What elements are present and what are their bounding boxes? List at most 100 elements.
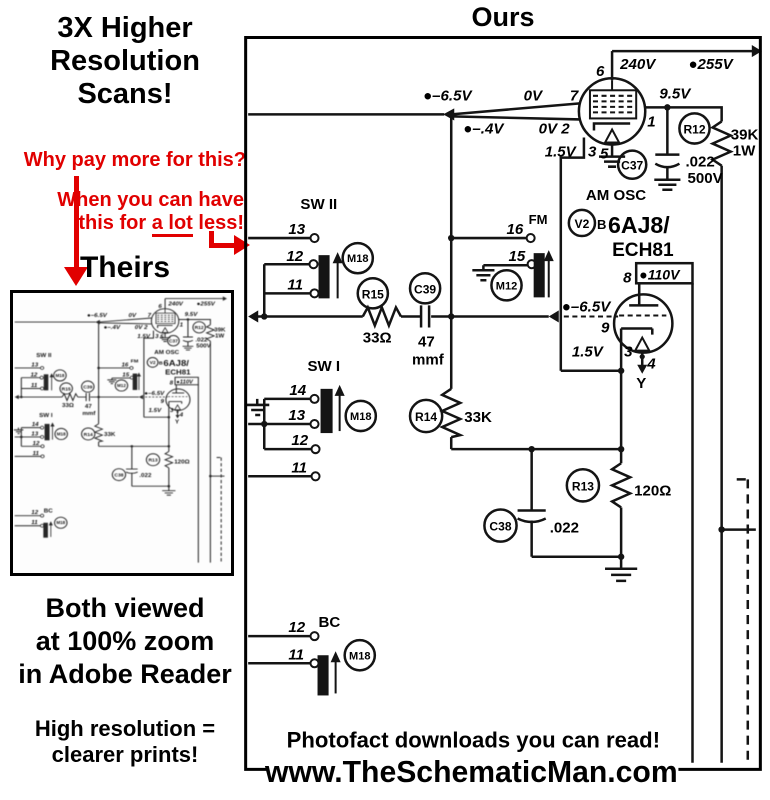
label-r12: R12 bbox=[683, 123, 705, 137]
label-minus6-5v-triode: ●–6.5V bbox=[562, 298, 612, 315]
label-pin3-heptode: 3 bbox=[588, 144, 597, 161]
label-500v: 500V bbox=[687, 170, 722, 187]
label-33ohm: 33Ω bbox=[363, 330, 392, 347]
sw2-slug bbox=[318, 255, 330, 299]
label-33k: 33K bbox=[464, 409, 492, 426]
m18-circle-bc bbox=[343, 638, 377, 672]
r13-c38-group bbox=[483, 449, 638, 583]
v2-circle bbox=[567, 208, 597, 238]
sw2-arrow bbox=[332, 252, 343, 264]
fm-group bbox=[472, 233, 554, 302]
label-pin9: 9 bbox=[601, 320, 610, 337]
label-1-5v-triode: 1.5V bbox=[572, 344, 605, 361]
headline: 3X Higher Resolution Scans! bbox=[0, 12, 250, 111]
both-line2: at 100% zoom bbox=[35, 626, 215, 656]
label-y: Y bbox=[636, 375, 646, 392]
label-fm: FM bbox=[529, 212, 548, 227]
label-pin7: 7 bbox=[570, 87, 579, 104]
red-answer-underlined: a lot bbox=[151, 212, 193, 237]
sw1-group bbox=[246, 384, 465, 482]
label-9-5v: 9.5V bbox=[659, 85, 692, 102]
red-arrow-down-shaft bbox=[74, 176, 79, 269]
red-arrow-right-vert bbox=[209, 231, 214, 248]
label-sw2-12: 12 bbox=[286, 248, 303, 265]
label-1w: 1W bbox=[733, 143, 756, 160]
label-r15: R15 bbox=[362, 287, 384, 301]
label-sw1: SW I bbox=[307, 358, 340, 375]
m18-circle-sw1 bbox=[344, 399, 378, 433]
sw2-group bbox=[248, 233, 442, 329]
label-m18-sw2: M18 bbox=[347, 253, 369, 265]
label-pin1: 1 bbox=[647, 113, 655, 130]
label-pin4: 4 bbox=[646, 356, 656, 373]
bplus-arrow bbox=[751, 45, 762, 58]
sw2-wire-arrow bbox=[248, 310, 259, 323]
label-bc: BC bbox=[319, 614, 341, 631]
label-m12: M12 bbox=[496, 280, 518, 292]
label-b: B bbox=[597, 217, 606, 232]
heptode-tube bbox=[577, 76, 647, 168]
c38-circle bbox=[483, 508, 518, 543]
label-am-osc: AM OSC bbox=[586, 187, 646, 204]
label-sw2: SW II bbox=[300, 196, 337, 213]
label-m18-sw1: M18 bbox=[350, 411, 372, 423]
sw1-arrow bbox=[334, 384, 345, 396]
headline-line3: Scans! bbox=[77, 78, 173, 110]
label-sw2-11: 11 bbox=[287, 276, 303, 293]
both-viewed-text: Both viewed at 100% zoom in Adobe Reader bbox=[0, 592, 250, 691]
cathode-arrow bbox=[603, 127, 621, 144]
bc-group bbox=[248, 631, 377, 696]
red-question: Why pay more for this? bbox=[23, 149, 246, 171]
label-r14: R14 bbox=[415, 410, 437, 424]
label-120ohm: 120Ω bbox=[634, 482, 671, 499]
label-6aj8: 6AJ8/ bbox=[608, 212, 670, 238]
red-answer-line2: this for a lot less! bbox=[0, 212, 244, 237]
hires-line1: High resolution = bbox=[34, 716, 216, 741]
triode-tube bbox=[612, 261, 694, 374]
label-sw2-13: 13 bbox=[288, 221, 305, 238]
c37-circle bbox=[616, 149, 648, 181]
label-0v-2: 0V 2 bbox=[539, 121, 571, 138]
label-47: 47 bbox=[418, 334, 435, 351]
label-bc-12: 12 bbox=[288, 619, 305, 636]
red-answer-pre: this for bbox=[78, 212, 152, 234]
sw1-slug bbox=[320, 388, 333, 434]
r15-zigzag bbox=[361, 303, 403, 329]
label-39k: 39K bbox=[731, 127, 759, 144]
label-110v: ●110V bbox=[639, 266, 681, 282]
label-mmf: mmf bbox=[412, 352, 445, 369]
label-240v: 240V bbox=[619, 56, 657, 73]
red-arrow-down-head bbox=[64, 267, 88, 286]
label-v2: V2 bbox=[575, 217, 590, 231]
theirs-label: Theirs bbox=[79, 251, 171, 284]
theirs-schematic-box bbox=[10, 290, 234, 576]
m12-circle bbox=[490, 268, 523, 302]
label-0v-top: 0V bbox=[524, 87, 544, 104]
hires-text: High resolution = clearer prints! bbox=[0, 716, 250, 768]
both-line3: in Adobe Reader bbox=[18, 659, 232, 689]
label-sw1-13: 13 bbox=[288, 407, 305, 424]
hires-line2: clearer prints! bbox=[51, 742, 199, 767]
website-link[interactable]: www.TheSchematicMan.com bbox=[264, 756, 678, 789]
label-022-500v: .022 bbox=[685, 154, 714, 171]
ours-label: Ours bbox=[471, 2, 535, 32]
bc-slug bbox=[317, 655, 329, 696]
r14-circle bbox=[408, 398, 444, 434]
label-pin6: 6 bbox=[596, 63, 605, 80]
label-c37: C37 bbox=[621, 159, 643, 173]
m18-circle-sw2 bbox=[341, 241, 375, 275]
label-ech81: ECH81 bbox=[612, 240, 674, 261]
label-15: 15 bbox=[509, 248, 526, 265]
red-answer-post: less! bbox=[192, 212, 244, 234]
c39-circle bbox=[408, 271, 442, 305]
label-sw1-12: 12 bbox=[291, 432, 308, 449]
ours-schematic: 240V ●255V 6 ●–6.5V 0V 7 9.5V ●–.4V 0V 2… bbox=[244, 36, 762, 789]
footer-tagline: Photofact downloads you can read! bbox=[287, 728, 660, 753]
v110-box bbox=[634, 261, 694, 285]
label-r13: R13 bbox=[572, 479, 594, 493]
theirs-schematic-mini bbox=[13, 295, 227, 564]
schematic-labels: 240V ●255V 6 ●–6.5V 0V 7 9.5V ●–.4V 0V 2… bbox=[286, 56, 758, 663]
bc-arrow bbox=[330, 651, 341, 663]
c39-plates bbox=[419, 305, 431, 328]
